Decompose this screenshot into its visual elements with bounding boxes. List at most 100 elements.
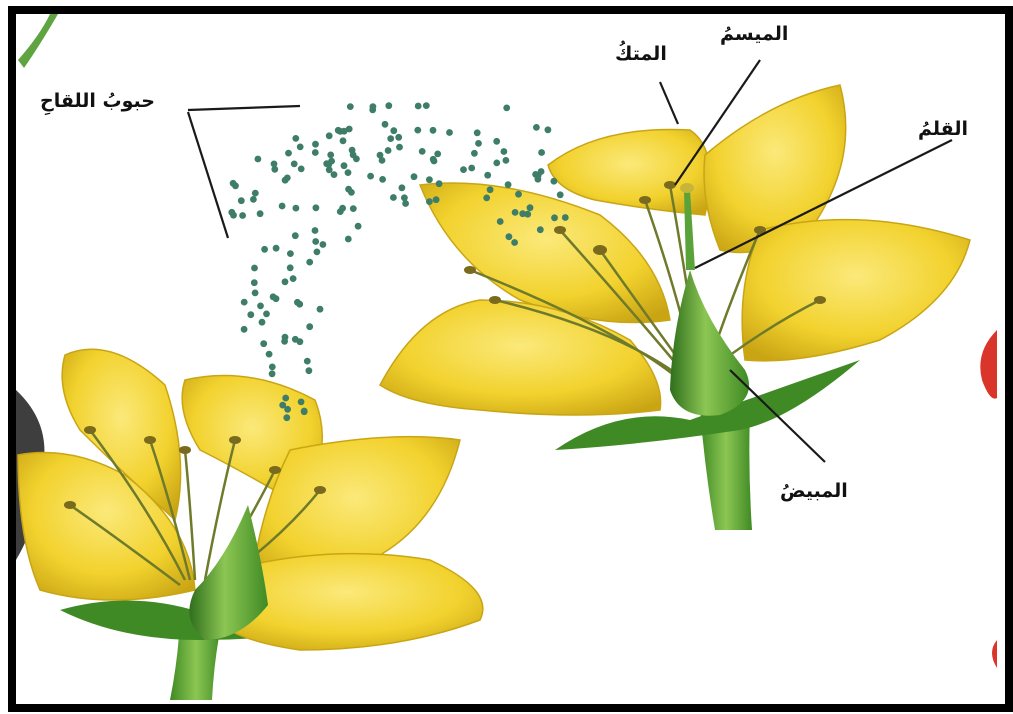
anther-leader-line (660, 82, 678, 124)
pollen-grain (503, 157, 510, 164)
pollen-grain (287, 264, 294, 271)
pollen-grain (538, 149, 545, 156)
pollen-grain (345, 186, 352, 193)
pollen-grain (511, 239, 518, 246)
pollen-grain (230, 180, 237, 187)
pollen-grain (228, 209, 235, 216)
pollen-grain (355, 223, 362, 230)
pollen-grain (251, 279, 258, 286)
pollen-grain (385, 147, 392, 154)
pollen-grain (493, 138, 500, 145)
pollen-grain (505, 181, 512, 188)
pollen-grain (279, 402, 286, 409)
pollen-grain (282, 278, 289, 285)
pollen-grain (282, 395, 289, 402)
pollen-grain (284, 175, 291, 182)
pollen-grain (312, 149, 319, 156)
pollen-grain (487, 186, 494, 193)
pollen-grains-label: حبوبُ اللقاحِ (40, 92, 155, 111)
pollen-grain (430, 156, 437, 163)
pollen-grain (269, 364, 276, 371)
pollen-grain (426, 176, 433, 183)
pollen-grain (292, 135, 299, 142)
pollen-grain (340, 137, 347, 144)
pollen-grain (290, 275, 297, 282)
pollen-grain (292, 232, 299, 239)
pollen-grain (283, 414, 290, 421)
pollen-grain (527, 204, 534, 211)
pollen-grain (385, 102, 392, 109)
pollen-grain (298, 166, 305, 173)
pollen-grain (250, 196, 257, 203)
pollen-grain (257, 303, 264, 310)
pollen-grain (475, 140, 482, 147)
pollen-grain (266, 351, 273, 358)
pollen-grain (239, 212, 246, 219)
pollen-grain (241, 299, 248, 306)
pollen-grain (436, 180, 443, 187)
pollen-grain (296, 301, 303, 308)
pollen-grain (506, 233, 513, 240)
pollen-grain (347, 103, 354, 110)
pollen-grain (468, 165, 475, 172)
pollen-grain (382, 121, 389, 128)
pollen-grain (484, 172, 491, 179)
pollen-grain (535, 176, 542, 183)
pollen-grain (345, 236, 352, 243)
pollen-grain (379, 176, 386, 183)
pollen-grain (317, 306, 324, 313)
pollen-grain (328, 158, 335, 165)
pollen-grain (335, 127, 342, 134)
pollen-grain (241, 326, 248, 333)
pollen-grain (493, 160, 500, 167)
pollen-grain (304, 358, 311, 365)
pollen-grain (533, 124, 540, 131)
left-flower (18, 349, 483, 700)
pollen-grain (297, 144, 304, 151)
pollen-grain (260, 340, 267, 347)
ovary-label: المبيضُ (780, 482, 848, 501)
pollen-grain (291, 161, 298, 168)
pollen-grain (301, 408, 308, 415)
pollen-grain (312, 141, 319, 148)
pollen-grain (306, 323, 313, 330)
pollen-grain (345, 169, 352, 176)
pollen-grain (331, 171, 338, 178)
pollen-grain (279, 203, 286, 210)
pollen-grain (419, 148, 426, 155)
pollen-grain (460, 166, 467, 173)
red-petal-edge-2 (992, 640, 997, 668)
pollen-leader-line-2 (188, 112, 228, 238)
pollen-grain (414, 127, 421, 134)
pollen-grain (298, 399, 305, 406)
pollen-grain (415, 103, 422, 110)
pollen-grain (401, 194, 408, 201)
pollen-grain (387, 135, 394, 142)
pollen-grain (271, 166, 278, 173)
anther-label: المتكُ (615, 45, 667, 64)
pollen-grain (390, 127, 397, 134)
pollen-leader-line (188, 106, 300, 110)
pollen-grain (434, 151, 441, 158)
pollen-grain (238, 197, 245, 204)
pollen-grain (474, 129, 481, 136)
pollen-grain (551, 214, 558, 221)
pollen-grain (320, 241, 327, 248)
right-flower-petal-far-right (742, 220, 970, 361)
pollen-grain (515, 191, 522, 198)
pollen-grain (379, 157, 386, 164)
pollen-grain (270, 293, 277, 300)
pollen-grain (519, 210, 526, 217)
pollen-grain (370, 103, 377, 110)
pollen-grain (367, 173, 374, 180)
pollen-grain (326, 132, 333, 139)
pollen-grain (399, 184, 406, 191)
pollen-grain (252, 190, 259, 197)
pollen-grain (257, 210, 264, 217)
pollen-grain (297, 338, 304, 345)
pollen-grain (562, 214, 569, 221)
right-flower-ovary (670, 270, 749, 416)
pollen-grain (402, 200, 409, 207)
pollen-grain (247, 311, 254, 318)
pollen-grain (446, 129, 453, 136)
